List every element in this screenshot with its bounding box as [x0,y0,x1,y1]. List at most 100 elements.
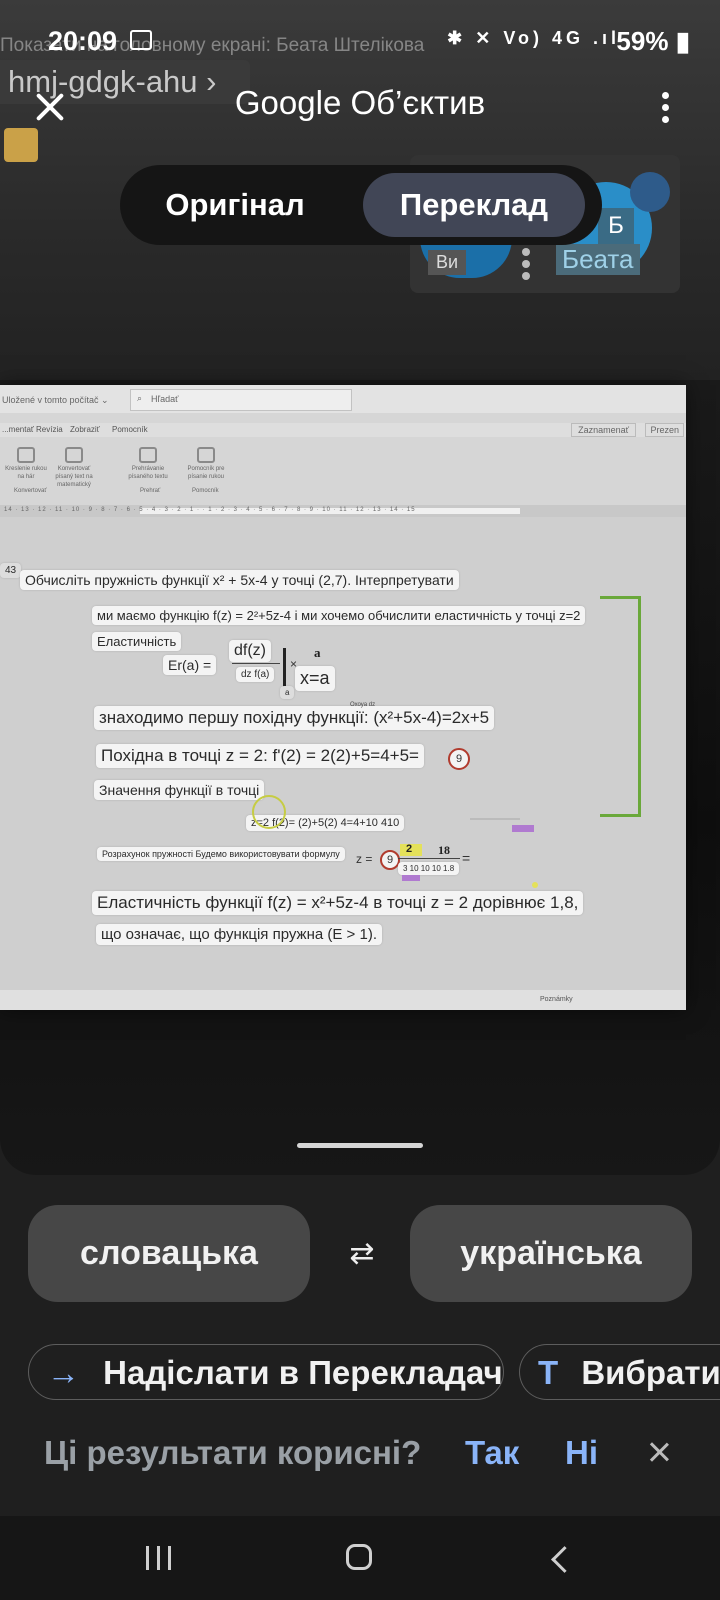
value-calculation: z=2 f(2)= (2)+5(2) 4=4+10 410 [246,815,405,831]
elasticity-label: Еластичність [92,632,182,651]
pen-icon [17,447,35,463]
select-text-label: Вибрати [581,1354,720,1391]
conclusion-line-2: що означає, що функція пружна (E > 1). [96,924,382,945]
status-time: 20:09 [48,26,118,56]
green-annotation-ring [252,795,286,829]
system-navigation-bar [0,1516,720,1600]
formula-subscript: a [280,686,295,699]
ribbon-tab: Zobraziť [70,425,100,434]
calc-fraction-line [398,858,460,859]
derivative-text: знаходимо першу похідну функції: (x²+5x-… [94,706,495,730]
convert-icon [65,447,83,463]
send-to-translate-label: Надіслати в Перекладач [103,1354,503,1391]
status-icons: ✱ ✕ Vo) 4G .ıl [447,28,620,48]
page-number: 43 [0,563,22,578]
recent-apps-icon[interactable] [146,1546,172,1570]
home-icon[interactable] [346,1544,372,1570]
ribbon-group-label: Pomocník [192,488,219,494]
ribbon-group-label: Prehrať [140,488,161,494]
more-options-icon[interactable] [660,92,670,126]
text-select-icon: T [538,1354,559,1391]
fraction-line [232,663,280,664]
send-to-translate-button[interactable]: → Надіслати в Перекладач [28,1344,504,1400]
formula-x-equals-a: x=a [295,666,335,691]
file-location: Uložené v tomto počítač ⌄ [2,395,109,405]
battery-level: 59% ▮ [616,26,690,56]
notes-button: Poznámky [540,996,573,1003]
tab-translation[interactable]: Переклад [363,173,585,237]
derivative-note: Охоуа dz [350,702,376,708]
derivative-at-point: Похідна в точці z = 2: f'(2) = 2(2)+5=4+… [96,744,424,768]
document-search-box: ⌕ Hľadať [130,389,352,411]
search-icon: ⌕ [137,393,143,403]
tab-original[interactable]: Оригінал [165,187,305,222]
ribbon-item: Kreslenie rukou na hár [2,447,50,481]
given-text: ми маємо функцію f(z) = 2²+5z-4 і ми хоч… [92,606,586,625]
swap-languages-icon[interactable]: ⇄ [349,1237,375,1270]
background-participant-name: Беата [556,244,640,275]
yellow-highlight [400,844,422,856]
ruler-numbers: 14 · 13 · 12 · 11 · 10 · 9 · 8 · 7 · 6 ·… [4,507,416,513]
document-search-placeholder: Hľadať [151,394,179,404]
evaluation-bar [283,648,286,690]
formula-lhs: Er(a) = [163,655,217,675]
select-text-button[interactable]: T Вибрати [519,1344,720,1400]
yellow-dot [532,882,538,888]
background-mic-icon [630,172,670,212]
gallery-notification-icon [130,30,152,50]
calc-z-equals: z = [356,852,373,866]
calc-equals: = [462,850,471,866]
conclusion-line-1: Еластичність функції f(z) = x²+5z-4 в то… [92,891,584,915]
photographed-document: Uložené v tomto počítač ⌄ ⌕ Hľadať ...me… [0,385,686,1010]
calculation-label: Розрахунок пружності Будемо використовув… [97,847,345,861]
ribbon-tab: Pomocník [112,425,148,434]
calc-numerator-a: 2 [406,843,413,855]
calc-numerator-b: 18 [438,843,450,857]
help-icon [197,447,215,463]
present-button: Prezen [645,423,684,437]
document-status-bar: Poznámky [0,990,686,1010]
formula-numerator: df(z) [229,640,271,662]
green-annotation-bracket [600,596,641,817]
app-title: Google Об’єктив [234,84,486,121]
purple-highlight [512,825,534,832]
background-more-icon [522,248,530,284]
multiply-sign: × [290,657,298,671]
ribbon-item: Pomocník pre písanie rukou [182,447,230,481]
formula-denominator: dz f(a) [236,667,275,682]
arrow-right-icon: → [47,1354,80,1391]
mode-toggle: Оригінал Переклад [120,165,602,245]
circled-nine-calc: 9 [380,850,400,870]
task-text: Обчисліть пружність функції x² + 5x-4 у … [20,570,459,590]
background-participant-you: Ви [428,250,467,275]
feedback-question: Ці результати корисні? [44,1434,422,1471]
source-language-button[interactable]: словацька [28,1205,310,1302]
value-label: Значення функції в точці [94,780,265,800]
ribbon-tab: ...mentať [2,425,34,434]
strike-mark [470,818,520,820]
back-icon[interactable] [551,1546,578,1573]
target-language-button[interactable]: українська [410,1205,692,1302]
ruler-page-area [140,508,520,514]
calc-denominator: 3 10 10 10 1.8 [398,862,460,875]
formula-a: a [314,645,321,660]
background-call-title: Показати на головному екрані: Беата Штел… [0,35,425,56]
purple-highlight [402,875,420,881]
camera-viewport: Показати на головному екрані: Беата Штел… [0,0,720,1175]
background-app-icon [4,128,38,162]
feedback-yes-button[interactable]: Так [465,1434,520,1471]
feedback-no-button[interactable]: Ні [565,1434,598,1471]
replay-icon [139,447,157,463]
status-bar: 20:09 ✱ ✕ Vo) 4G .ıl 59% ▮ [0,18,720,64]
record-button: Zaznamenať [571,423,636,437]
ribbon-item: Konvertovať písaný text na matematický [50,447,98,489]
document-ruler: 14 · 13 · 12 · 11 · 10 · 9 · 8 · 7 · 6 ·… [0,505,686,517]
ribbon-tab: Revízia [36,425,63,434]
ribbon-group-label: Konvertovať [14,488,47,494]
background-participant-initial: Б [598,208,634,244]
drag-handle[interactable] [297,1143,423,1148]
circled-nine: 9 [448,748,470,770]
ribbon-item: Prehrávanie písaného textu [124,447,172,481]
document-title-bar: Uložené v tomto počítač ⌄ ⌕ Hľadať [0,385,686,413]
close-icon[interactable] [647,1440,671,1464]
